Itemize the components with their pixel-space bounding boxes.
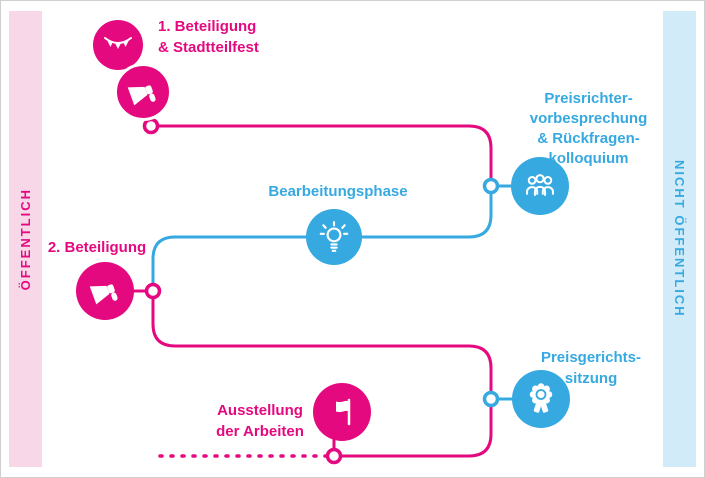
label-beteiligung-2: 2. Beteiligung (47, 239, 147, 256)
megaphone-circle-1 (114, 63, 172, 121)
bunting-circle (93, 20, 143, 70)
bunting-icon (104, 37, 132, 49)
award-rosette-icon (529, 383, 553, 413)
award-rosette-circle (512, 370, 570, 428)
milestone-node-3 (144, 282, 162, 300)
connector-path-row1 (151, 124, 493, 186)
non-public-band: NICHT ÖFFENTLICH (663, 11, 696, 467)
lightbulb-icon (319, 221, 349, 252)
milestone-node-5 (325, 447, 343, 465)
flag-icon (336, 398, 351, 426)
flag-circle (313, 383, 371, 441)
label-beteiligung-1: 1. Beteiligung & Stadtteilfest (158, 18, 259, 56)
milestone-node-2 (482, 177, 500, 195)
megaphone-icon (89, 284, 118, 305)
label-bearbeitungsphase: Bearbeitungsphase (268, 183, 408, 200)
label-preisrichtervorbesprechung: Preisrichter- vorbesprechung & Rückfrage… (529, 90, 648, 167)
connector-path-row4 (334, 399, 493, 458)
public-band: ÖFFENTLICH (9, 11, 42, 467)
milestone-node-1 (142, 117, 160, 135)
connector-path-row3 (151, 291, 493, 399)
megaphone-icon (127, 85, 156, 106)
lightbulb-circle (306, 209, 362, 265)
milestone-nodes (142, 117, 500, 465)
label-preisgerichtssitzung: Preisgerichts- sitzung (540, 349, 642, 387)
people-group-circle (511, 157, 569, 215)
megaphone-circle-2 (76, 262, 134, 320)
non-public-band-label: NICHT ÖFFENTLICH (672, 160, 687, 318)
label-ausstellung: Ausstellung der Arbeiten (216, 402, 304, 440)
milestone-node-4 (482, 390, 500, 408)
people-group-icon (526, 174, 554, 197)
